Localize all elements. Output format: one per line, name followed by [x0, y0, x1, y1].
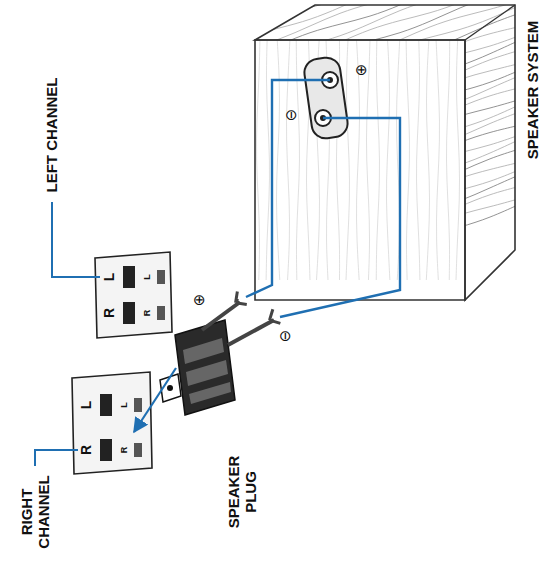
front-texture	[256, 40, 469, 280]
channel-letter: R	[78, 445, 94, 455]
socket-slot	[157, 270, 165, 284]
plug-tab-hole	[167, 385, 173, 391]
grain-line	[250, 0, 520, 63]
polarity-symbol: ⊕	[353, 64, 370, 77]
texture-line	[286, 40, 289, 280]
socket-letter: L	[119, 402, 129, 408]
grain-line	[250, 170, 520, 262]
texture-line	[346, 40, 349, 280]
grain-line	[250, 50, 520, 147]
grain-line	[250, 198, 520, 291]
terminal-board	[95, 252, 172, 338]
channel-label: RIGHT CHANNEL	[18, 471, 53, 553]
plug-ridge	[183, 338, 224, 364]
texture-line	[256, 40, 259, 280]
texture-line	[456, 40, 459, 280]
minus-spade-fork	[266, 309, 281, 327]
socket-slot	[100, 439, 112, 461]
wood-grain	[250, 0, 520, 296]
part-label: SPEAKER PLUG	[225, 453, 260, 531]
grain-line	[250, 70, 520, 162]
socket-slot	[134, 443, 142, 457]
socket-slot	[123, 266, 135, 288]
leader-line	[52, 202, 100, 277]
texture-line	[296, 40, 299, 280]
channel-letter: R	[101, 308, 117, 318]
grain-line	[250, 139, 520, 233]
grain-line	[250, 204, 520, 296]
socket-letter: L	[142, 274, 152, 280]
polarity-symbol: ⊖	[283, 109, 300, 122]
socket-slot	[100, 394, 112, 416]
channel-letter: L	[78, 401, 94, 410]
socket-letter: R	[119, 447, 129, 454]
socket-slot	[123, 302, 135, 324]
leader-line	[35, 450, 78, 466]
channel-label: LEFT CHANNEL	[43, 78, 60, 193]
grain-line	[250, 0, 520, 86]
grain-line	[250, 40, 520, 134]
socket-letter: R	[142, 310, 152, 317]
grain-line	[250, 26, 520, 122]
grain-line	[250, 99, 520, 192]
texture-line	[386, 40, 389, 280]
socket-slot	[134, 398, 142, 412]
cabinet-side	[255, 5, 515, 300]
minus-wire	[280, 118, 400, 317]
texture-line	[266, 40, 269, 280]
texture-line	[416, 40, 419, 280]
texture-line	[446, 40, 449, 280]
grain-line	[250, 0, 520, 48]
plus-wire	[246, 80, 330, 297]
cabinet-title: SPEAKER SYSTEM	[524, 21, 541, 159]
texture-line	[276, 40, 279, 280]
minus-spade	[228, 320, 274, 345]
insert-arrow	[134, 368, 176, 432]
grain-line	[250, 125, 520, 221]
plug-ridge	[189, 382, 231, 404]
texture-line	[406, 40, 409, 280]
grain-line	[250, 35, 520, 127]
texture-line	[466, 40, 469, 280]
plus-spade-fork	[231, 292, 247, 310]
grain-line	[250, 149, 520, 246]
cabinet-edge	[465, 5, 515, 40]
texture-line	[376, 40, 379, 280]
channel-letter: L	[101, 273, 117, 282]
polarity-symbol: ⊕	[191, 294, 208, 307]
grain-line	[250, 0, 520, 58]
texture-line	[436, 40, 439, 280]
terminal-plate	[303, 56, 350, 140]
grain-line	[250, 0, 520, 72]
grain-line	[250, 13, 520, 110]
grain-line	[250, 186, 520, 283]
plug-ridge	[186, 360, 228, 386]
grain-line	[250, 112, 520, 208]
grain-line	[250, 175, 520, 270]
socket-slot	[157, 306, 165, 320]
grain-line	[250, 76, 520, 171]
grain-line	[250, 135, 520, 227]
plug-body	[175, 320, 235, 415]
texture-line	[426, 40, 429, 280]
polarity-symbol: ⊖	[277, 330, 294, 343]
